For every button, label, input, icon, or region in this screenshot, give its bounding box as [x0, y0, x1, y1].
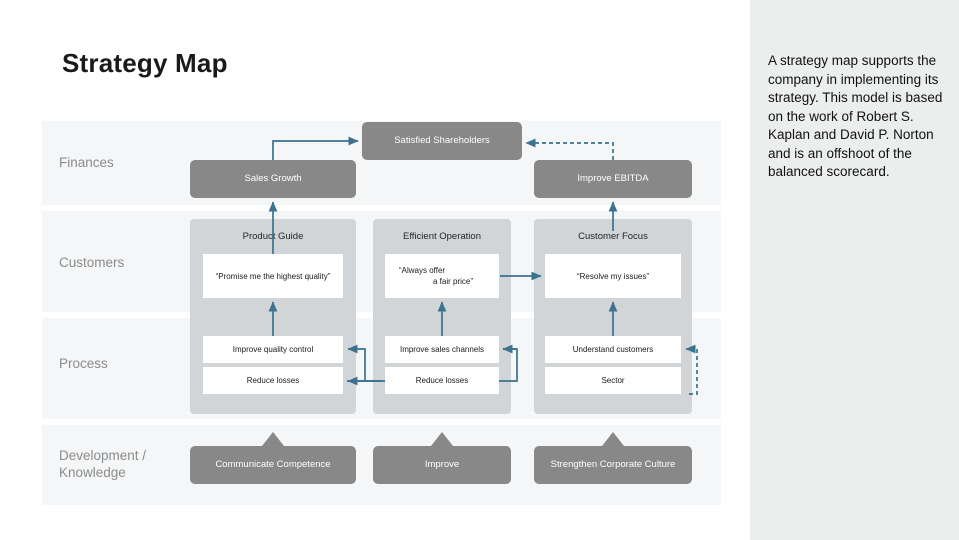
row-label-customers: Customers	[59, 255, 125, 270]
customer-promise-fair-price-line2: a fair price”	[432, 277, 473, 286]
side-panel-text: A strategy map supports the company in i…	[768, 53, 943, 179]
side-panel: A strategy map supports the company in i…	[750, 0, 959, 540]
process-reduce-losses-col1[interactable]: Reduce losses	[203, 367, 343, 394]
row-label-finances: Finances	[59, 155, 114, 170]
development-improve[interactable]: Improve	[373, 446, 511, 484]
row-label-development: Development / Knowledge	[59, 448, 147, 480]
process-improve-quality-control[interactable]: Improve quality control	[203, 336, 343, 363]
process-understand-customers[interactable]: Understand customers	[545, 336, 681, 363]
column-header-customer-focus: Customer Focus	[578, 231, 648, 242]
objective-improve-ebitda[interactable]: Improve EBITDA	[534, 160, 692, 198]
triangle-connector-col1	[262, 432, 284, 446]
column-header-efficient-operation: Efficient Operation	[403, 231, 481, 242]
customer-promise-fair-price-line1: “Always offer	[399, 266, 446, 275]
customer-promise-fair-price[interactable]: “Always offer a fair price”	[385, 254, 499, 298]
process-improve-sales-channels[interactable]: Improve sales channels	[385, 336, 499, 363]
customer-promise-resolve-issues[interactable]: “Resolve my issues”	[545, 254, 681, 298]
triangle-connector-col3	[602, 432, 624, 446]
objective-satisfied-shareholders[interactable]: Satisfied Shareholders	[362, 122, 522, 160]
triangle-connector-col2	[431, 432, 453, 446]
row-label-process: Process	[59, 356, 108, 371]
development-communicate-competence[interactable]: Communicate Competence	[190, 446, 356, 484]
development-strengthen-corporate-culture[interactable]: Strengthen Corporate Culture	[534, 446, 692, 484]
page-title: Strategy Map	[62, 48, 228, 78]
column-header-product-guide: Product Guide	[242, 231, 304, 242]
process-sector[interactable]: Sector	[545, 367, 681, 394]
objective-sales-growth[interactable]: Sales Growth	[190, 160, 356, 198]
customer-promise-quality[interactable]: “Promise me the highest quality”	[203, 254, 343, 298]
process-reduce-losses-col2[interactable]: Reduce losses	[385, 367, 499, 394]
